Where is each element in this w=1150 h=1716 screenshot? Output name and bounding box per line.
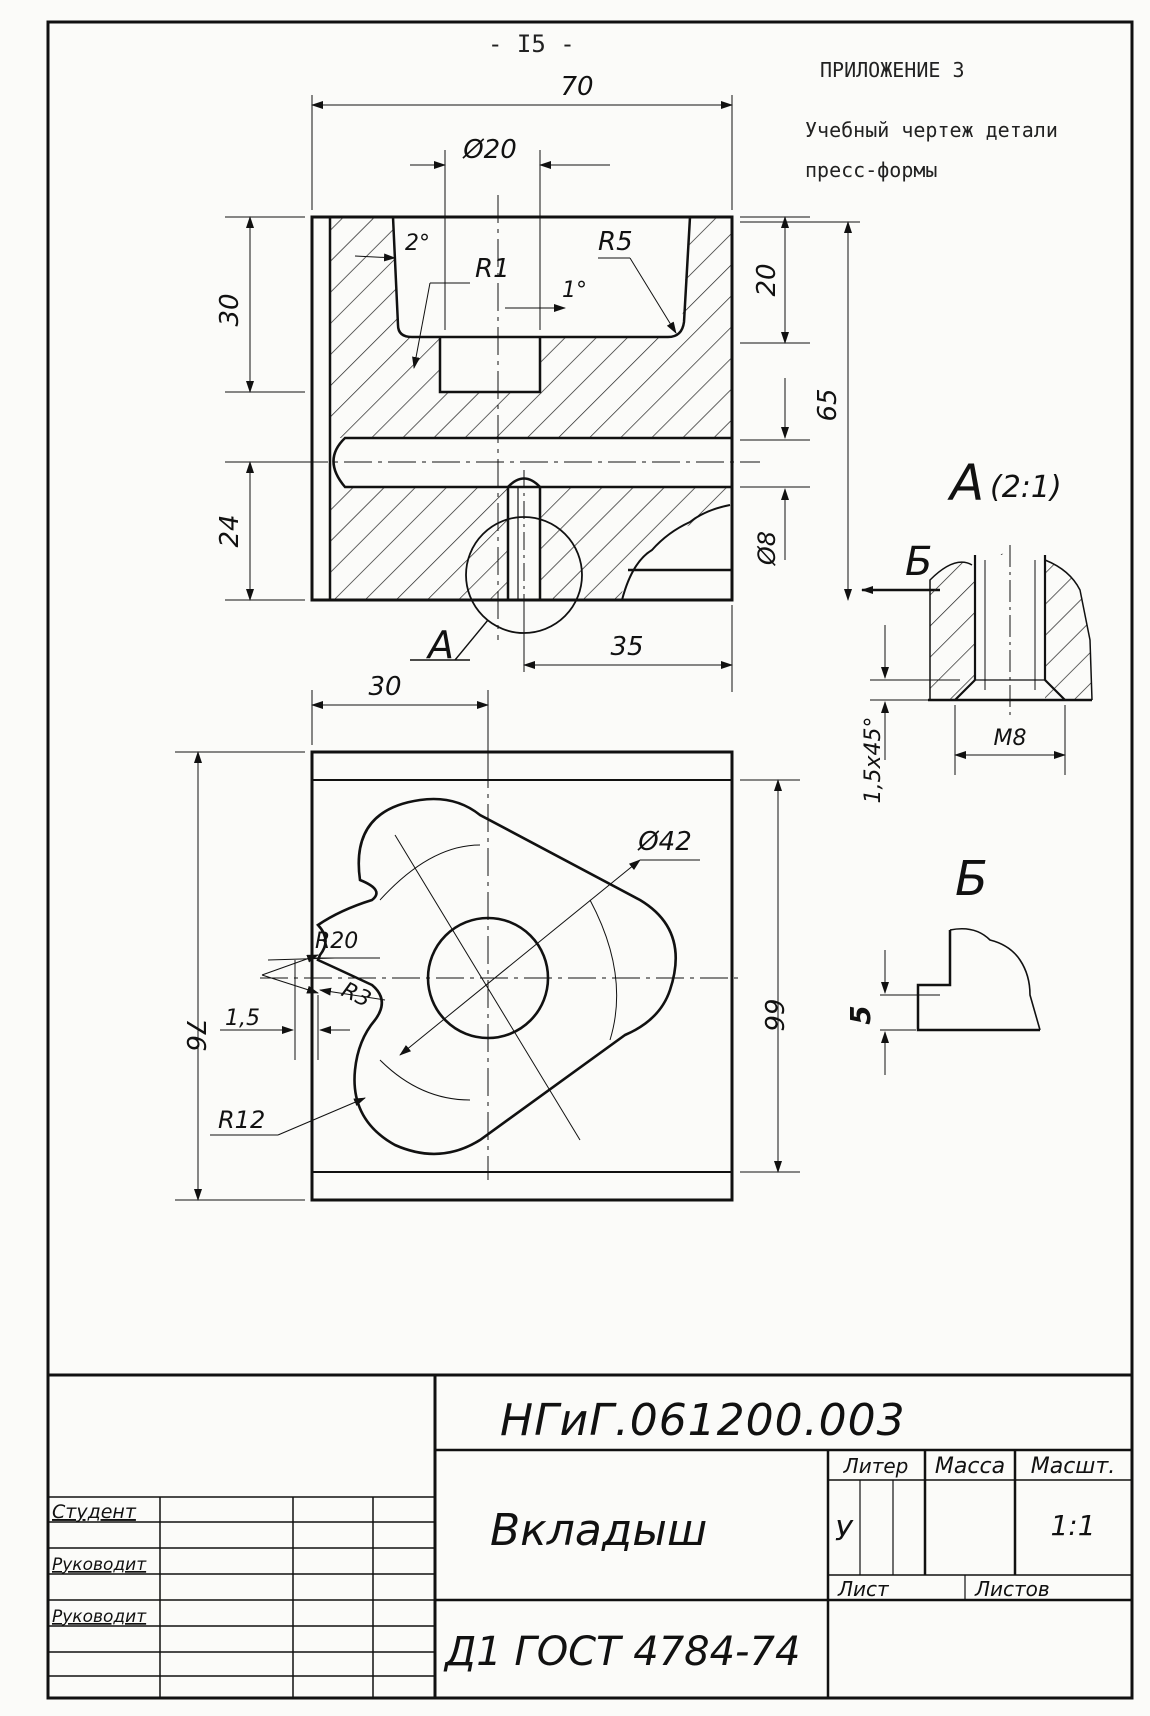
liter-value: У [835,1514,854,1547]
dim-r12-label: R12 [218,1106,265,1134]
trilobe-cavity [316,797,678,1156]
view-b-arrow-label: Б [905,539,932,585]
dim-20-right-label: 20 [752,263,782,296]
part-outline-top [310,750,734,1202]
section-hatch-lower [330,487,508,600]
dim-r20-label: R20 [315,929,358,954]
sheet-label: Лист [837,1577,890,1601]
role-supervisor-2: Руководит [52,1607,147,1627]
part-name: Вкладыш [490,1505,707,1556]
step-5-label: 5 [844,1005,877,1024]
dim-70-label: 70 [560,72,593,102]
dim-24-label: 24 [215,514,245,547]
detail-a-scale: (2:1) [990,470,1062,505]
role-supervisor-1: Руководит [52,1555,147,1575]
dim-2deg-label: 2° [405,231,430,256]
dim-66-label: 66 [758,998,788,1031]
appendix-title: ПРИЛОЖЕНИЕ 3 [820,58,965,82]
view-b-title: Б [955,851,988,907]
detail-a-label: A [425,623,454,667]
dim-dia42-label: Ø42 [637,827,692,857]
pin-hole-outline [438,337,542,394]
doc-code: НГиГ.061200.003 [500,1395,906,1446]
col-mass: Масса [935,1454,1005,1479]
detail-a-view [870,545,1093,775]
dim-1deg-label: 1° [562,278,587,303]
dim-r5-label: R5 [598,227,633,257]
page-number: - I5 - [488,30,575,58]
dim-r1-label: R1 [475,254,510,284]
section-hatch-upper [330,217,732,438]
dim-30-top-label: 30 [368,672,401,702]
front-section-view [225,95,940,692]
dim-65-label: 65 [813,388,843,421]
section-hatch-lower-right [540,487,730,600]
channel-outline [332,436,732,489]
material: Д1 ГОСТ 4784-74 [443,1629,800,1675]
sheet-frame [46,20,1134,1700]
chamfer-label: 1,5x45° [861,716,886,803]
dim-35-label: 35 [610,632,643,662]
dim-dia8-label: Ø8 [753,531,781,566]
col-liter: Литер [843,1454,909,1478]
top-view [175,690,800,1202]
break-line [621,504,731,601]
col-scale: Масшт. [1031,1454,1116,1479]
caption-line-1: Учебный чертеж детали [805,118,1058,142]
pocket-outline [391,216,692,339]
sheets-label: Листов [974,1577,1050,1601]
role-student: Студент [52,1501,137,1523]
view-b [880,927,1041,1075]
thread-label: M8 [994,726,1027,751]
title-block [48,1373,1132,1698]
dim-76-label: 76 [180,1018,210,1051]
part-outline-front [310,215,734,602]
dim-1-5-label: 1,5 [225,1006,260,1031]
caption-line-2: пресс-формы [805,158,938,182]
detail-a-title: A [947,454,984,512]
dim-dia20-label: Ø20 [462,135,517,165]
dim-30-left-label: 30 [215,293,245,326]
scale-value: 1:1 [1050,1509,1095,1542]
